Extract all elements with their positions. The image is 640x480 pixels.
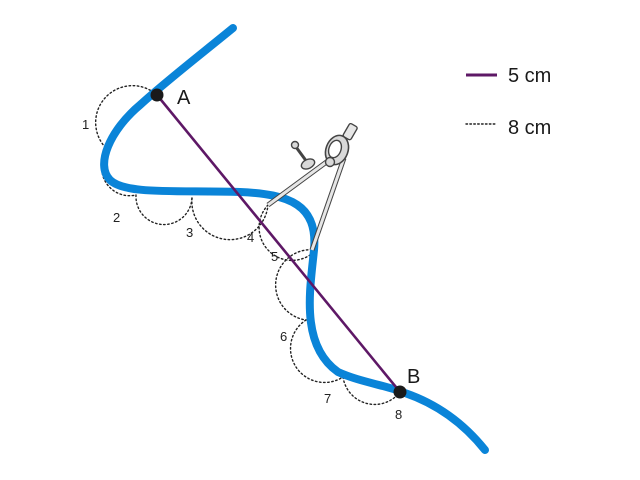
dotted-arc-8 bbox=[342, 376, 401, 406]
arc-label-6: 6 bbox=[280, 329, 287, 344]
dotted-arc-1 bbox=[94, 85, 158, 151]
dotted-arc-4 bbox=[191, 197, 269, 241]
point-b-marker bbox=[393, 385, 407, 399]
arc-label-4: 4 bbox=[247, 230, 254, 245]
point-a-marker bbox=[150, 88, 164, 102]
compass-divider-icon bbox=[266, 122, 358, 251]
legend-dotted-label: 8 cm bbox=[508, 117, 551, 139]
arc-label-1: 1 bbox=[82, 117, 89, 132]
arc-label-2: 2 bbox=[113, 210, 120, 225]
dotted-arc-6 bbox=[275, 248, 317, 321]
arc-label-5: 5 bbox=[271, 249, 278, 264]
arc-label-7: 7 bbox=[324, 391, 331, 406]
dotted-arc-7 bbox=[289, 319, 344, 384]
point-b-label: B bbox=[407, 366, 420, 388]
dotted-arc-3 bbox=[135, 194, 193, 226]
point-a-label: A bbox=[177, 87, 191, 109]
arc-label-3: 3 bbox=[186, 225, 193, 240]
straight-line-ab bbox=[155, 94, 402, 393]
legend-solid-label: 5 cm bbox=[508, 65, 551, 87]
dotted-arc-5 bbox=[258, 204, 317, 262]
arc-label-8: 8 bbox=[395, 407, 402, 422]
arc-numbers: 1 2 3 4 5 6 7 8 bbox=[82, 117, 402, 422]
legend: 5 cm 8 cm bbox=[465, 65, 551, 139]
